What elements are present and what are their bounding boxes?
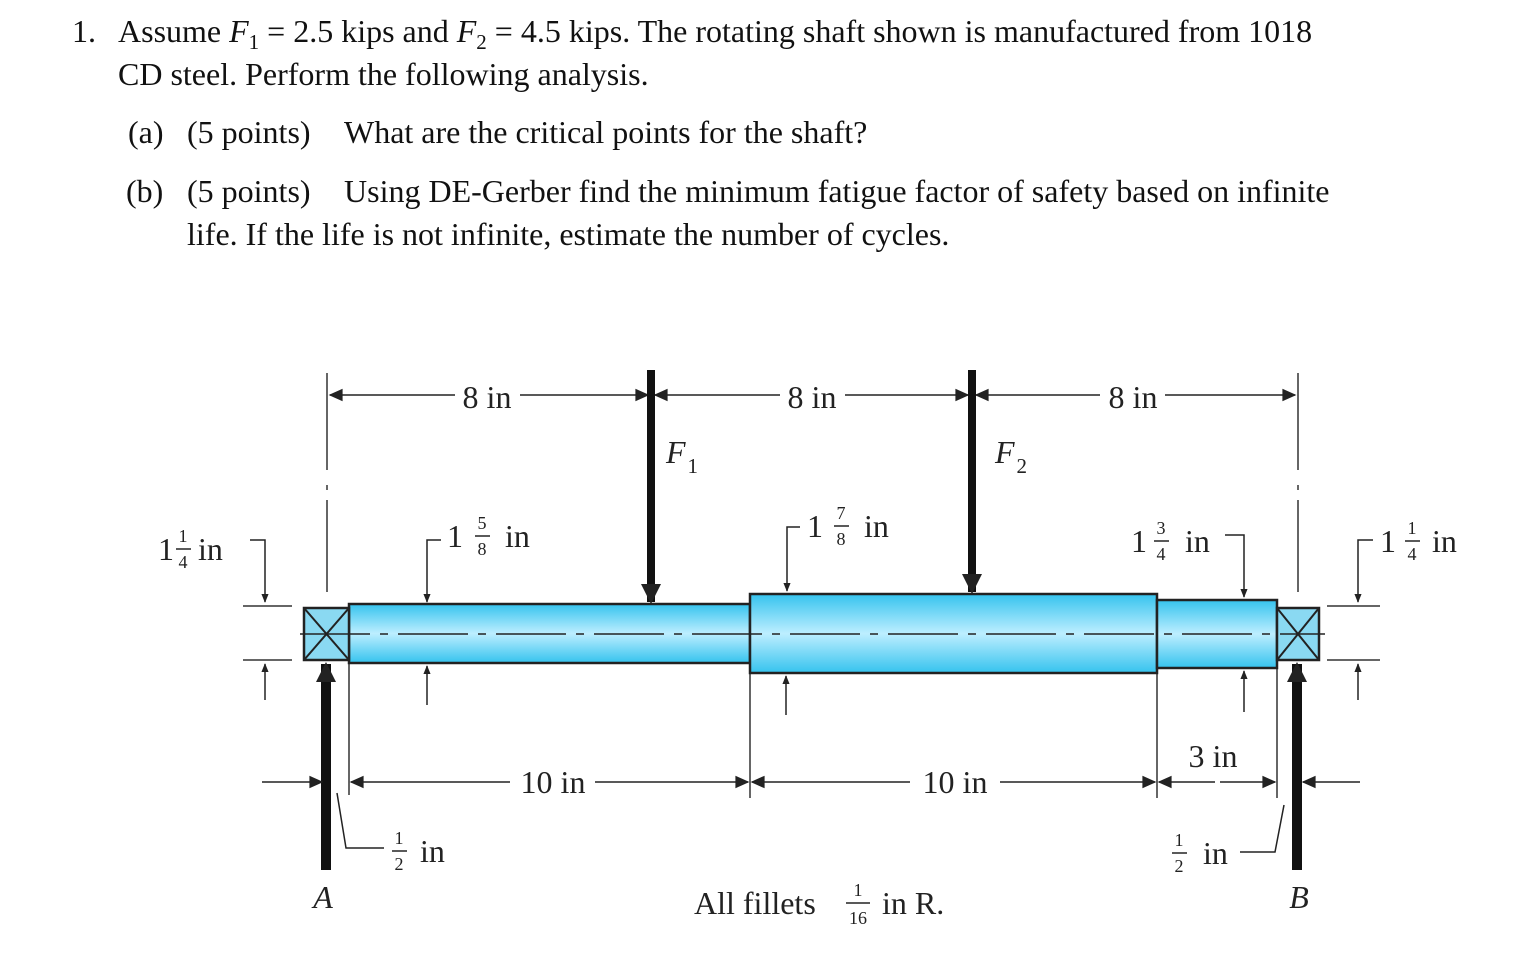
dia-left-section-label: 1 5 8 in <box>447 513 530 559</box>
half-inch-left-label: 1 2 in <box>392 828 445 874</box>
dim-bottom-1: 10 in <box>521 764 586 800</box>
svg-text:in: in <box>1185 523 1210 559</box>
label-f1: F1 <box>665 434 698 478</box>
svg-text:4: 4 <box>1157 544 1166 564</box>
leader-half-inch-left <box>336 792 384 849</box>
problem-intro-line1: Assume F1 = 2.5 kips and F2 = 4.5 kips. … <box>118 13 1313 54</box>
part-b-points: (5 points) <box>187 173 311 209</box>
svg-text:2: 2 <box>1175 856 1184 876</box>
problem-intro-line2: CD steel. Perform the following analysis… <box>118 56 649 92</box>
svg-text:in: in <box>1432 523 1457 559</box>
svg-text:1: 1 <box>854 880 863 900</box>
svg-text:1: 1 <box>395 828 404 848</box>
svg-text:in: in <box>505 518 530 554</box>
svg-text:in: in <box>864 508 889 544</box>
shaft <box>300 592 1325 675</box>
svg-text:in: in <box>1203 835 1228 871</box>
svg-text:1: 1 <box>1380 523 1396 559</box>
svg-text:in R.: in R. <box>882 885 944 921</box>
svg-text:1: 1 <box>1175 830 1184 850</box>
dia-left-bearing-label: 1 1 4 in <box>158 526 223 572</box>
svg-text:in: in <box>198 531 223 567</box>
support-label-a: A <box>311 879 333 915</box>
diameter-leaders <box>250 526 1373 715</box>
dia-right-section-label: 1 3 4 in <box>1131 518 1210 564</box>
svg-text:16: 16 <box>849 908 867 928</box>
svg-text:1: 1 <box>158 531 174 567</box>
dim-top-3: 8 in <box>1109 379 1158 415</box>
svg-text:2: 2 <box>395 854 404 874</box>
dia-right-bearing-label: 1 1 4 in <box>1380 518 1457 564</box>
svg-text:1: 1 <box>447 518 463 554</box>
part-a-text: What are the critical points for the sha… <box>344 114 868 150</box>
fillet-note: All fillets 1 16 in R. <box>694 880 944 928</box>
extension-lines <box>243 373 1380 798</box>
dim-top-2: 8 in <box>788 379 837 415</box>
part-b-label: (b) <box>126 173 164 209</box>
dia-middle-section-label: 1 7 8 in <box>807 503 889 549</box>
svg-text:1: 1 <box>1408 518 1417 538</box>
problem-number: 1. <box>72 13 96 49</box>
svg-text:All fillets: All fillets <box>694 885 816 921</box>
svg-text:1: 1 <box>179 526 188 546</box>
part-b-text: Using DE-Gerber find the minimum fatigue… <box>344 173 1330 209</box>
svg-text:8: 8 <box>478 539 487 559</box>
support-label-b: B <box>1289 879 1309 915</box>
dim-bottom-2: 10 in <box>923 764 988 800</box>
part-a-points: (5 points) <box>187 114 311 150</box>
svg-text:4: 4 <box>1408 544 1417 564</box>
svg-text:1: 1 <box>1131 523 1147 559</box>
svg-text:1: 1 <box>807 508 823 544</box>
svg-text:3: 3 <box>1157 518 1166 538</box>
dim-bottom-3: 3 in <box>1189 738 1238 774</box>
label-f2: F2 <box>994 434 1027 478</box>
half-inch-right-label: 1 2 in <box>1172 830 1228 876</box>
dim-top-1: 8 in <box>463 379 512 415</box>
part-b-text-line2: life. If the life is not infinite, estim… <box>187 216 950 252</box>
svg-text:in: in <box>420 833 445 869</box>
svg-text:7: 7 <box>837 503 846 523</box>
leader-half-inch-right <box>1240 804 1285 853</box>
svg-text:8: 8 <box>837 529 846 549</box>
svg-text:5: 5 <box>478 513 487 533</box>
part-a-label: (a) <box>128 114 164 150</box>
svg-text:4: 4 <box>179 552 188 572</box>
